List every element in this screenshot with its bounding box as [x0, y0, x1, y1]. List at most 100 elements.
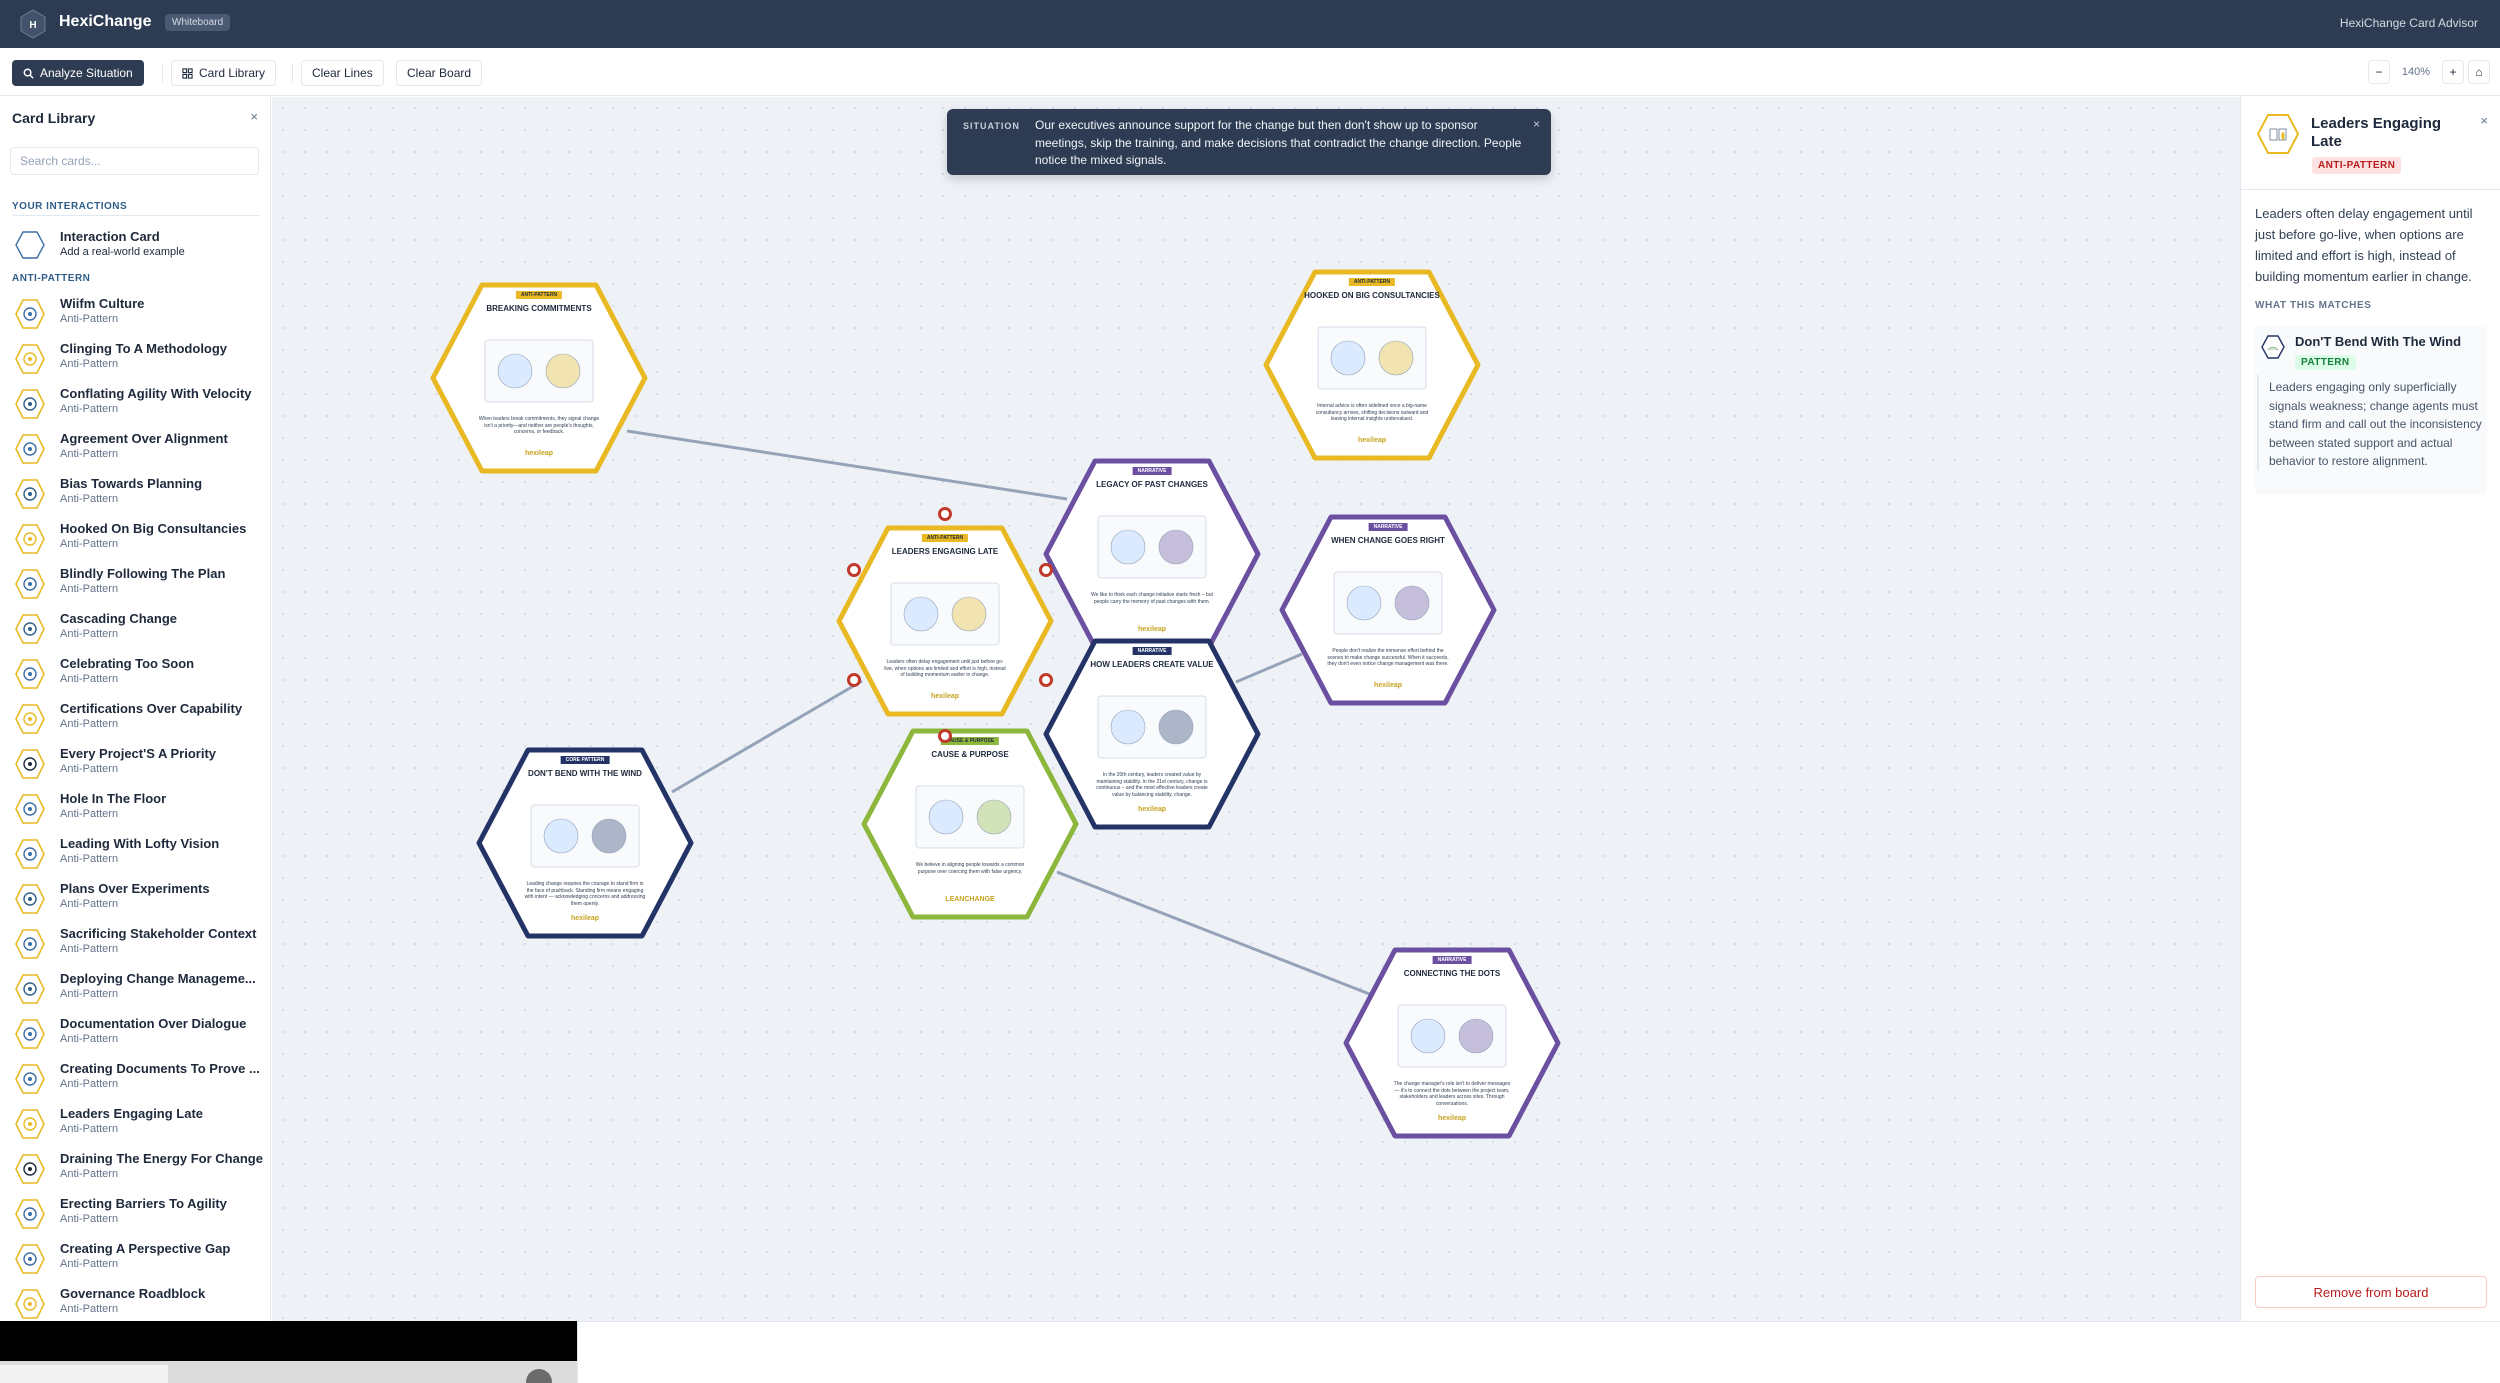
library-card-name: Documentation Over Dialogue	[60, 1016, 247, 1031]
library-card-name: Agreement Over Alignment	[60, 431, 228, 446]
close-icon[interactable]: ×	[2480, 113, 2488, 128]
situation-text: Our executives announce support for the …	[1035, 118, 1522, 167]
interaction-card-item[interactable]: Interaction Card Add a real-world exampl…	[12, 229, 262, 265]
card-body: People don't realize the immense effort …	[1327, 648, 1449, 667]
hexagon-card-frame	[1263, 269, 1481, 461]
connector-line[interactable]	[1235, 652, 1303, 684]
connect-handle[interactable]	[847, 673, 861, 687]
close-icon[interactable]: ×	[250, 109, 258, 124]
library-card-type: Anti-Pattern	[60, 988, 119, 1000]
card-library-button[interactable]: Card Library	[171, 60, 277, 86]
connect-handle[interactable]	[938, 507, 952, 521]
close-icon[interactable]: ×	[1532, 117, 1540, 131]
library-card-name: Blindly Following The Plan	[60, 566, 226, 581]
connector-line[interactable]	[671, 679, 863, 794]
hexagon-card-frame	[1043, 638, 1261, 830]
card-thumbnail	[15, 1154, 45, 1184]
card-thumbnail	[15, 749, 45, 779]
bottom-tab[interactable]	[0, 1365, 168, 1383]
card-thumbnail	[15, 569, 45, 599]
card-footer-logo: hexileap	[1137, 806, 1167, 813]
zoom-out-button[interactable]: −	[2368, 60, 2390, 84]
card-tag: ANTI-PATTERN	[515, 291, 563, 299]
library-card-name: Every Project'S A Priority	[60, 746, 217, 761]
hexagon-logo-icon: H	[20, 9, 46, 39]
library-card-item[interactable]: Creating Documents To Prove ...Anti-Patt…	[12, 1058, 262, 1103]
analyze-situation-button[interactable]: Analyze Situation	[12, 60, 144, 86]
connect-handle[interactable]	[847, 563, 861, 577]
avatar[interactable]	[526, 1369, 552, 1383]
library-card-type: Anti-Pattern	[60, 403, 119, 415]
search-icon	[23, 68, 34, 79]
card-thumbnail	[15, 1289, 45, 1319]
library-card-name: Conflating Agility With Velocity	[60, 386, 252, 401]
card-body: In the 20th century, leaders created val…	[1096, 772, 1208, 798]
card-thumbnail	[15, 299, 45, 329]
match-card[interactable]: Don'T Bend With The Wind PATTERN Leaders…	[2255, 325, 2487, 495]
library-card-name: Deploying Change Manageme...	[60, 971, 256, 986]
card-body: When leaders break commitments, they sig…	[478, 416, 600, 435]
analyze-situation-label: Analyze Situation	[40, 66, 133, 80]
remove-from-board-button[interactable]: Remove from board	[2255, 1276, 2487, 1308]
home-icon[interactable]: ⌂	[2468, 60, 2490, 84]
zoom-in-button[interactable]: +	[2442, 60, 2464, 84]
svg-text:H: H	[29, 20, 36, 31]
library-card-type: Anti-Pattern	[60, 1258, 119, 1270]
clear-lines-button[interactable]: Clear Lines	[301, 60, 384, 86]
connect-handle[interactable]	[1039, 673, 1053, 687]
card-thumbnail	[15, 389, 45, 419]
library-card-type: Anti-Pattern	[60, 853, 119, 865]
clear-board-button[interactable]: Clear Board	[396, 60, 483, 86]
card-thumbnail	[15, 839, 45, 869]
toolbar-divider	[292, 64, 293, 82]
connector-line[interactable]	[1056, 870, 1373, 997]
connector-line[interactable]	[626, 429, 1068, 501]
connect-handle[interactable]	[938, 729, 952, 743]
library-card-type: Anti-Pattern	[60, 1213, 119, 1225]
connect-handle[interactable]	[1039, 563, 1053, 577]
card-footer-logo: hexileap	[930, 693, 960, 700]
hexagon-outline-icon	[15, 231, 45, 259]
card-title: CONNECTING THE DOTS	[1403, 969, 1501, 978]
app-title: HexiChange	[59, 13, 152, 30]
section-your-interactions: YOUR INTERACTIONS	[12, 201, 128, 212]
card-tag: CAUSE & PURPOSE	[940, 737, 1000, 745]
library-card-item[interactable]: Deploying Change Manageme... Anti-Pattern	[12, 968, 262, 1013]
library-card-name: Bias Towards Planning	[60, 476, 203, 491]
hexagon-card-frame	[476, 747, 694, 939]
search-cards-input[interactable]	[10, 147, 259, 175]
library-card-type: Anti-Pattern	[60, 1078, 119, 1090]
card-thumbnail	[15, 794, 45, 824]
